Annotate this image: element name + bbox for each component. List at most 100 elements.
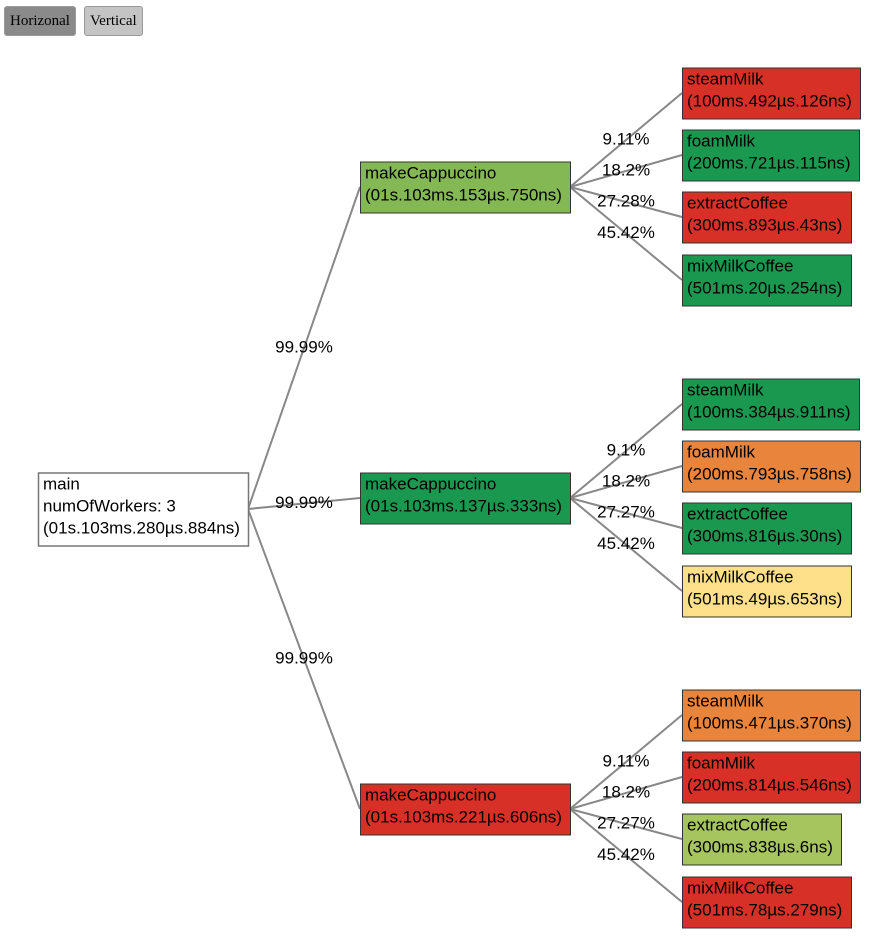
node-box bbox=[360, 472, 571, 525]
node-detail: (300ms.893µs.43ns) bbox=[687, 216, 842, 235]
node-detail: (01s.103ms.221µs.606ns) bbox=[365, 808, 562, 827]
node-steam-milk-3[interactable]: steamMilk (100ms.471µs.370ns) bbox=[682, 689, 861, 742]
node-extract-coffee-1[interactable]: extractCoffee (300ms.893µs.43ns) bbox=[682, 191, 852, 244]
node-detail: (501ms.78µs.279ns) bbox=[687, 901, 842, 920]
node-title: mixMilkCoffee bbox=[687, 879, 793, 898]
node-makecappuccino-1[interactable]: makeCappuccino (01s.103ms.153µs.750ns) bbox=[360, 161, 571, 214]
edge-percentage-label: 9.11% bbox=[603, 751, 650, 770]
node-title: extractCoffee bbox=[687, 816, 788, 835]
node-mix-milk-coffee-1[interactable]: mixMilkCoffee (501ms.20µs.254ns) bbox=[682, 254, 852, 307]
node-detail: (200ms.814µs.546ns) bbox=[687, 776, 852, 795]
node-makecappuccino-3[interactable]: makeCappuccino (01s.103ms.221µs.606ns) bbox=[360, 783, 571, 836]
node-detail: (100ms.492µs.126ns) bbox=[687, 92, 852, 111]
edge-percentage-label: 18.2% bbox=[602, 160, 650, 179]
root-node-main[interactable]: main numOfWorkers: 3 (01s.103ms.280µs.884n… bbox=[37, 472, 250, 547]
node-mix-milk-coffee-3[interactable]: mixMilkCoffee (501ms.78µs.279ns) bbox=[682, 876, 852, 929]
edge-line bbox=[569, 776, 683, 810]
node-box bbox=[682, 129, 860, 182]
edge-percentage-label: 9.1% bbox=[607, 440, 646, 459]
edge-percentage-label: 27.27% bbox=[597, 502, 655, 521]
node-box bbox=[682, 378, 860, 431]
edge-labels-layer: 99.99%9.11%18.2%27.28%45.42%99.99%9.1%18… bbox=[275, 129, 655, 864]
node-title: mixMilkCoffee bbox=[687, 257, 793, 276]
node-detail: (200ms.721µs.115ns) bbox=[687, 154, 851, 173]
node-detail: (01s.103ms.137µs.333ns) bbox=[365, 497, 562, 516]
node-box bbox=[682, 751, 861, 804]
node-box bbox=[682, 67, 861, 120]
edge-percentage-label: 45.42% bbox=[597, 534, 655, 553]
edge-percentage-label: 45.42% bbox=[597, 223, 655, 242]
vertical-layout-button[interactable]: Vertical bbox=[84, 6, 143, 36]
edge-line bbox=[569, 92, 683, 188]
node-box bbox=[682, 254, 852, 307]
node-title: extractCoffee bbox=[687, 194, 788, 213]
node-box bbox=[360, 783, 571, 836]
node-foam-milk-2[interactable]: foamMilk (200ms.793µs.758ns) bbox=[682, 440, 861, 493]
edge-percentage-label: 99.99% bbox=[275, 493, 333, 512]
node-mix-milk-coffee-2[interactable]: mixMilkCoffee (501ms.49µs.653ns) bbox=[682, 565, 852, 618]
node-foam-milk-1[interactable]: foamMilk (200ms.721µs.115ns) bbox=[682, 129, 860, 182]
node-detail: (100ms.384µs.911ns) bbox=[687, 403, 851, 422]
node-detail: (100ms.471µs.370ns) bbox=[687, 714, 852, 733]
node-steam-milk-2[interactable]: steamMilk (100ms.384µs.911ns) bbox=[682, 378, 860, 431]
node-makecappuccino-2[interactable]: makeCappuccino (01s.103ms.137µs.333ns) bbox=[360, 472, 571, 525]
node-box bbox=[682, 191, 852, 244]
node-detail: (01s.103ms.280µs.884ns) bbox=[43, 519, 240, 538]
node-extract-coffee-2[interactable]: extractCoffee (300ms.816µs.30ns) bbox=[682, 502, 852, 555]
edge-line bbox=[569, 186, 683, 218]
edges-layer bbox=[247, 92, 683, 903]
edge-line bbox=[247, 508, 361, 810]
node-extract-coffee-3[interactable]: extractCoffee (300ms.838µs.6ns) bbox=[682, 813, 842, 866]
node-title: extractCoffee bbox=[687, 505, 788, 524]
edge-percentage-label: 45.42% bbox=[597, 845, 655, 864]
edge-percentage-label: 18.2% bbox=[602, 471, 650, 490]
edge-percentage-label: 27.27% bbox=[597, 813, 655, 832]
edge-line bbox=[569, 465, 683, 499]
nodes-layer: main numOfWorkers: 3 (01s.103ms.280µs.884n… bbox=[37, 67, 861, 929]
edge-line bbox=[569, 714, 683, 810]
node-title: foamMilk bbox=[687, 754, 756, 773]
node-title: foamMilk bbox=[687, 443, 756, 462]
node-detail: (200ms.793µs.758ns) bbox=[687, 465, 852, 484]
edge-line bbox=[569, 154, 683, 188]
node-detail: (300ms.816µs.30ns) bbox=[687, 527, 842, 546]
node-title: makeCappuccino bbox=[365, 475, 496, 494]
node-box bbox=[682, 876, 852, 929]
node-box bbox=[682, 565, 852, 618]
edge-percentage-label: 99.99% bbox=[275, 337, 333, 356]
node-title: mixMilkCoffee bbox=[687, 568, 793, 587]
edge-line bbox=[247, 497, 361, 510]
node-detail: (01s.103ms.153µs.750ns) bbox=[365, 186, 562, 205]
node-detail: (501ms.49µs.653ns) bbox=[687, 590, 842, 609]
edge-line bbox=[569, 186, 683, 281]
edge-line bbox=[247, 186, 361, 510]
edge-percentage-label: 18.2% bbox=[602, 782, 650, 801]
node-box bbox=[37, 472, 250, 547]
node-detail: (501ms.20µs.254ns) bbox=[687, 279, 842, 298]
node-title: makeCappuccino bbox=[365, 164, 496, 183]
node-title: makeCappuccino bbox=[365, 786, 496, 805]
edge-percentage-label: 9.11% bbox=[603, 129, 650, 148]
node-title: main bbox=[43, 475, 80, 494]
node-title: steamMilk bbox=[687, 70, 764, 89]
node-foam-milk-3[interactable]: foamMilk (200ms.814µs.546ns) bbox=[682, 751, 861, 804]
node-title: foamMilk bbox=[687, 132, 756, 151]
horizontal-layout-button[interactable]: Horizonal bbox=[4, 6, 76, 36]
edge-line bbox=[569, 497, 683, 529]
node-box bbox=[682, 813, 842, 866]
node-detail: (300ms.838µs.6ns) bbox=[687, 838, 833, 857]
node-detail: numOfWorkers: 3 bbox=[43, 497, 176, 516]
node-box bbox=[682, 502, 852, 555]
node-box bbox=[360, 161, 571, 214]
edge-line bbox=[569, 808, 683, 903]
edge-line bbox=[569, 497, 683, 592]
edge-line bbox=[569, 808, 683, 840]
node-box bbox=[682, 689, 861, 742]
node-title: steamMilk bbox=[687, 381, 764, 400]
node-box bbox=[682, 440, 861, 493]
node-title: steamMilk bbox=[687, 692, 764, 711]
node-steam-milk-1[interactable]: steamMilk (100ms.492µs.126ns) bbox=[682, 67, 861, 120]
edge-percentage-label: 99.99% bbox=[275, 648, 333, 667]
